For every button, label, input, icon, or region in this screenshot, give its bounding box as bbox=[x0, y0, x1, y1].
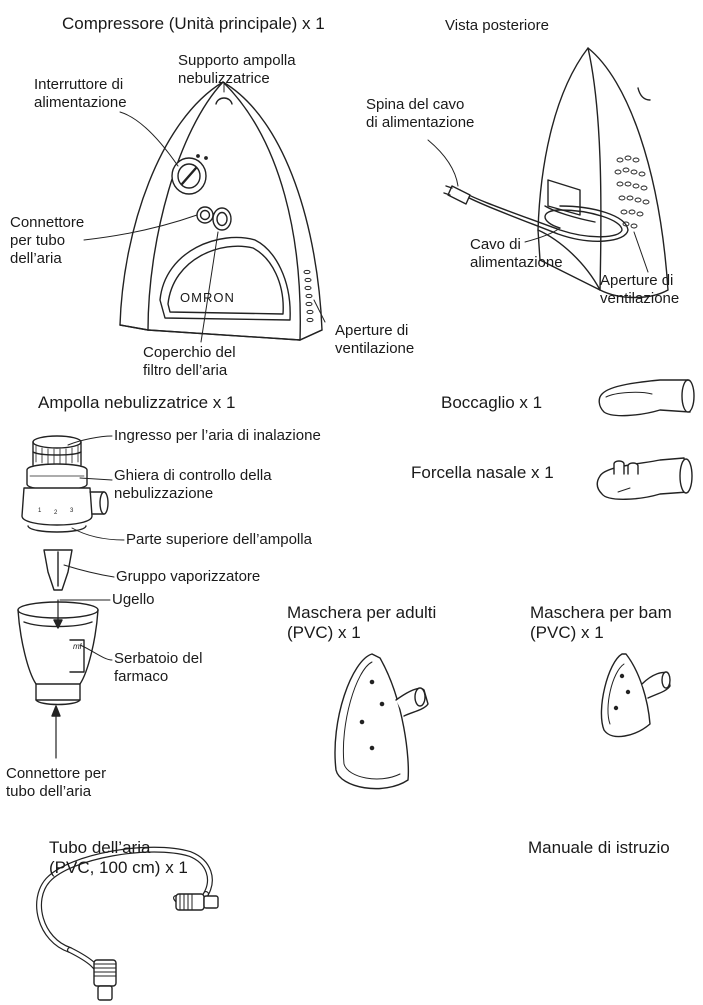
child-mask-title: Maschera per bam (PVC) x 1 bbox=[530, 603, 672, 643]
label-nebulizer-holder: Supporto ampolla nebulizzatrice bbox=[178, 52, 296, 87]
svg-text:2: 2 bbox=[54, 510, 58, 516]
adult-mask-title: Maschera per adulti (PVC) x 1 bbox=[287, 603, 437, 643]
tank-unit-mark: ml bbox=[73, 642, 82, 651]
adult-mask-drawing bbox=[334, 653, 429, 790]
nebulizer-leader-lines bbox=[59, 435, 125, 661]
manual-title: Manuale di istruzio bbox=[528, 838, 670, 857]
label-air-vents-rear: Aperture di ventilazione bbox=[600, 272, 680, 307]
label-nozzle: Ugello bbox=[112, 591, 155, 608]
rear-view-leader-lines bbox=[427, 139, 649, 273]
air-tube-drawing bbox=[36, 846, 219, 1001]
brand-logo: OMRON bbox=[180, 290, 235, 305]
child-mask-drawing bbox=[600, 653, 671, 738]
compressor-leader-lines bbox=[83, 83, 326, 343]
label-air-filter-cover: Coperchio del filtro dell’aria bbox=[143, 344, 236, 379]
nebulizer-drawing: 1 2 3 bbox=[17, 435, 109, 759]
label-nebulizer-top: Parte superiore dell’ampolla bbox=[126, 531, 312, 548]
label-air-vents-front: Aperture di ventilazione bbox=[335, 322, 415, 357]
nasal-piece-drawing bbox=[596, 457, 693, 500]
mouthpiece-title: Boccaglio x 1 bbox=[441, 393, 543, 412]
label-inhalation-air-inlet: Ingresso per l’aria di inalazione bbox=[114, 427, 321, 444]
compressor-front-drawing bbox=[119, 81, 323, 341]
compressor-title: Compressore (Unità principale) x 1 bbox=[62, 14, 325, 33]
label-nebulization-control-ring: Ghiera di controllo della nebulizzazione bbox=[114, 467, 272, 502]
label-vaporizer-head: Gruppo vaporizzatore bbox=[116, 568, 261, 585]
nasal-piece-title: Forcella nasale x 1 bbox=[411, 463, 554, 482]
svg-text:3: 3 bbox=[70, 508, 74, 514]
label-tank-air-tube-connector: Connettore per tubo dell’aria bbox=[6, 765, 107, 800]
nebulizer-title: Ampolla nebulizzatrice x 1 bbox=[38, 393, 236, 412]
svg-text:1: 1 bbox=[38, 508, 42, 514]
label-air-tube-connector: Connettore per tubo dell’aria bbox=[10, 214, 85, 267]
label-medication-tank: Serbatoio del farmaco bbox=[114, 650, 203, 685]
rear-view-title: Vista posteriore bbox=[445, 17, 549, 34]
mouthpiece-drawing bbox=[598, 379, 695, 417]
label-power-switch: Interruttore di alimentazione bbox=[34, 76, 127, 111]
air-tube-title: Tubo dell’aria (PVC, 100 cm) x 1 bbox=[49, 838, 188, 878]
label-power-cord: Cavo di alimentazione bbox=[470, 236, 563, 271]
label-power-plug: Spina del cavo di alimentazione bbox=[366, 96, 475, 131]
